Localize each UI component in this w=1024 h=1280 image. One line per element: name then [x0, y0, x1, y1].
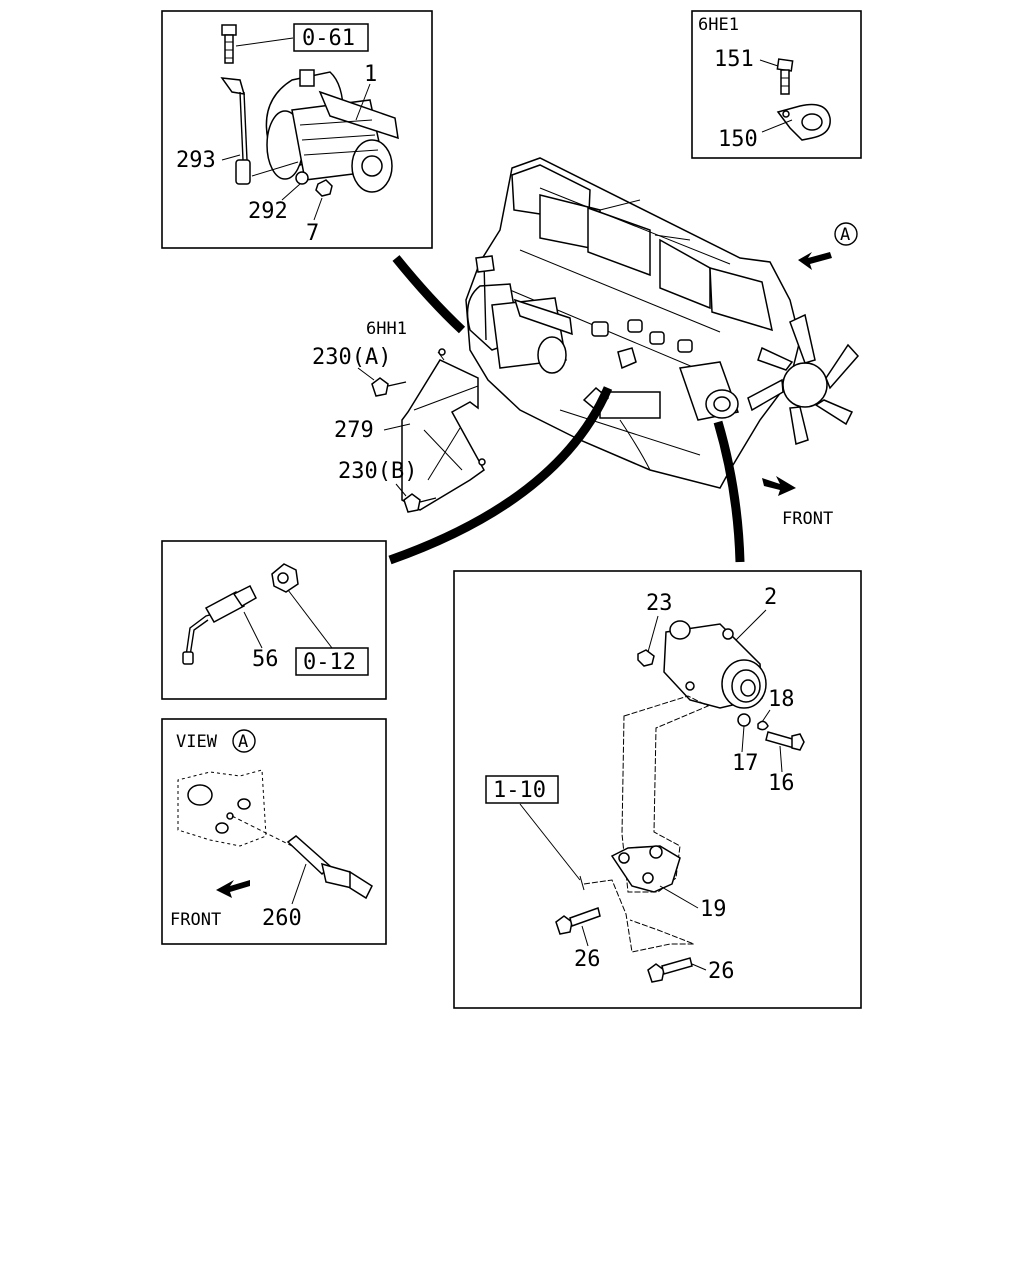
nut-icon — [637, 649, 655, 667]
panel-6he1: 6HE1 151 150 — [691, 10, 862, 159]
label-19: 19 — [700, 897, 727, 922]
plug-icon — [271, 563, 299, 593]
label-26b: 26 — [708, 959, 735, 984]
panel-starter: 0-61 293 — [161, 10, 433, 249]
bolt-icon — [647, 957, 693, 983]
spring-washer-icon — [757, 720, 769, 731]
label-2: 2 — [764, 585, 777, 610]
label-150: 150 — [718, 127, 758, 152]
bolt-icon — [371, 377, 407, 397]
label-260: 260 — [262, 906, 302, 931]
clip-icon — [776, 103, 831, 141]
label-18: 18 — [768, 687, 795, 712]
ref-box-1-10 — [485, 775, 559, 804]
arrow-icon — [798, 252, 832, 270]
label-230b: 230(B) — [338, 459, 417, 484]
engine-starter-icon — [466, 283, 573, 374]
washer-icon — [737, 713, 751, 727]
sensor-260-icon — [231, 815, 373, 900]
bolt-icon — [221, 24, 237, 64]
label-26a: 26 — [574, 947, 601, 972]
ref-0-61-text: 0-61 — [302, 26, 355, 51]
view-a-marker: A — [798, 222, 858, 270]
label-292: 292 — [248, 199, 288, 224]
fan-icon — [747, 313, 860, 445]
label-279: 279 — [334, 418, 374, 443]
sensor-56-icon — [182, 584, 257, 665]
panel-alternator: 23 2 18 17 — [453, 570, 862, 1009]
label-1: 1 — [364, 62, 377, 87]
label-7: 7 — [306, 221, 319, 246]
view-circle-text: A — [238, 732, 248, 752]
ref-box-0-61 — [293, 23, 369, 52]
front-arrow-icon — [762, 476, 796, 496]
label-23: 23 — [646, 591, 673, 616]
front-label: FRONT — [782, 509, 833, 529]
nut-icon — [315, 179, 333, 197]
adjuster-bracket-icon — [610, 695, 710, 893]
ref-0-12-text: 0-12 — [303, 650, 356, 675]
starter-motor-icon — [265, 69, 399, 193]
cable-icon — [220, 77, 251, 185]
label-293: 293 — [176, 148, 216, 173]
variant-6hh1-label: 6HH1 — [366, 319, 407, 339]
circle-a-text: A — [840, 225, 850, 245]
engine-head-icon — [177, 769, 267, 847]
label-16: 16 — [768, 771, 795, 796]
washer-icon — [295, 171, 309, 185]
view-front-label: FRONT — [170, 910, 221, 930]
label-151: 151 — [714, 47, 754, 72]
bolt-icon — [555, 907, 601, 935]
bolt-icon — [776, 58, 794, 95]
front-arrow-icon — [216, 880, 250, 898]
engine-alternator-icon — [678, 361, 740, 421]
label-17: 17 — [732, 751, 759, 776]
engine-illustration — [465, 157, 860, 489]
bolt-icon — [403, 493, 437, 513]
bracket-279-icon — [401, 348, 486, 511]
ref-1-10-text: 1-10 — [493, 778, 546, 803]
panel-view-a: VIEW A FRONT 260 — [161, 718, 387, 945]
view-label: VIEW — [176, 732, 218, 752]
bolt-icon — [765, 731, 805, 751]
variant-6he1-label: 6HE1 — [698, 15, 739, 35]
alternator-icon — [663, 620, 767, 709]
panel-sensor-56: 56 0-12 — [161, 540, 387, 700]
label-230a: 230(A) — [312, 345, 391, 370]
label-56: 56 — [252, 647, 279, 672]
bracket-6hh1: 6HH1 230(A) 279 230(B) — [312, 319, 486, 513]
